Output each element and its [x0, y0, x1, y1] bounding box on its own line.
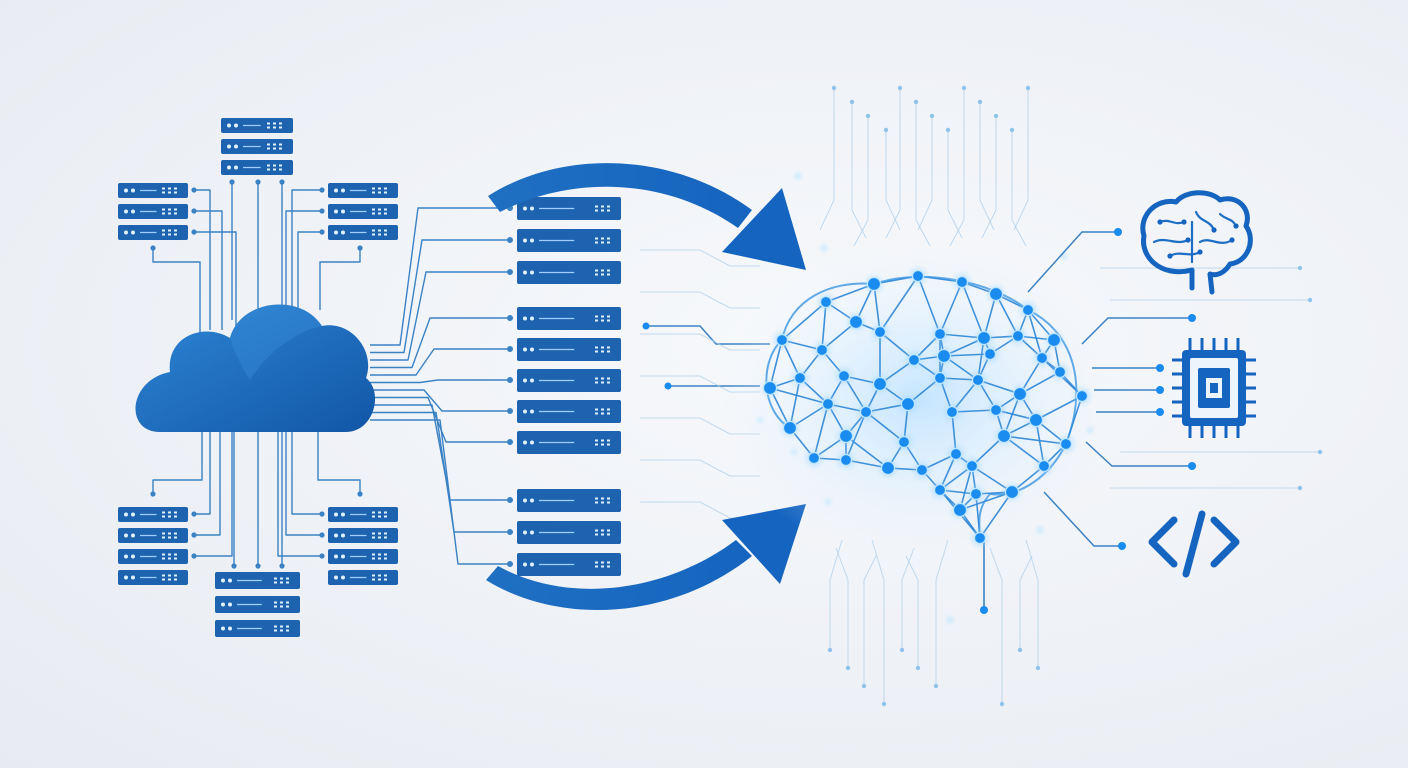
server-cluster-upper-right — [328, 183, 398, 240]
cloud-connector-lines — [150, 179, 513, 569]
server-cluster-top — [221, 118, 293, 175]
code-brackets-icon — [1148, 510, 1240, 578]
server-cluster-bottom — [215, 572, 300, 637]
output-connector-lines — [1027, 228, 1196, 550]
server-stack-b — [517, 307, 621, 454]
neural-network-brain-icon — [720, 240, 1120, 614]
server-stack-c — [517, 489, 621, 576]
curved-arrow-bottom — [486, 504, 806, 611]
cloud-icon — [135, 304, 376, 432]
server-racks — [118, 118, 621, 637]
cpu-chip-icon — [1172, 338, 1256, 438]
background-circuit-lines — [640, 85, 1323, 707]
server-stack-a — [517, 197, 621, 284]
server-cluster-upper-left — [118, 183, 188, 240]
curved-arrow-top — [488, 163, 806, 270]
server-cluster-lower-right — [328, 507, 398, 585]
server-cluster-lower-left — [118, 507, 188, 585]
brain-icon — [1140, 190, 1253, 295]
